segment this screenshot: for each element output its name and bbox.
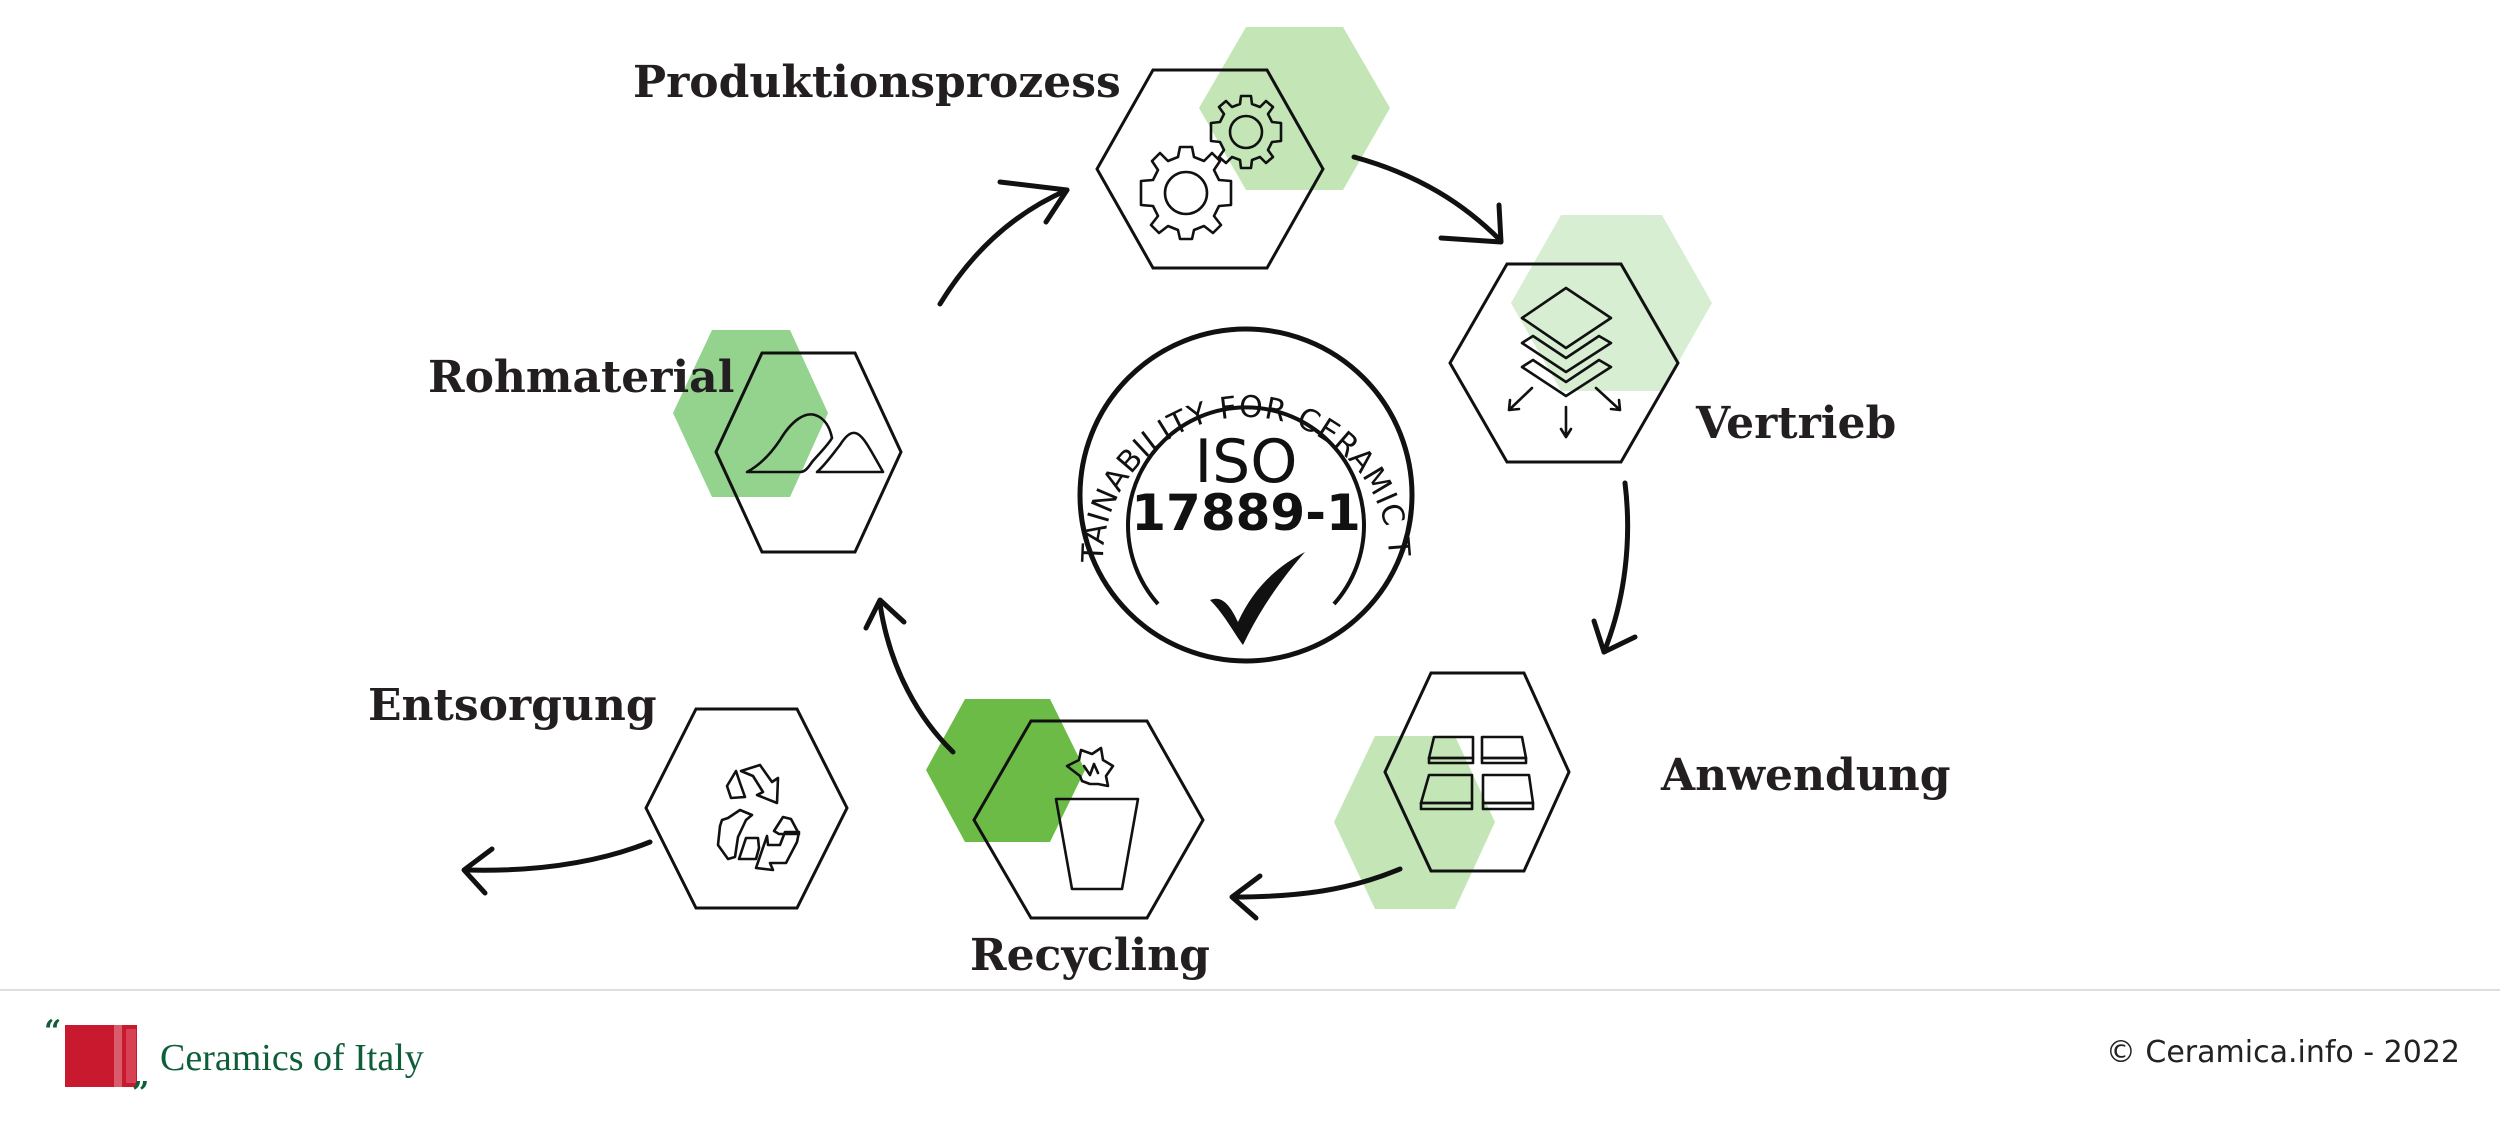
label-produktionsprozess: Produktionsprozess [633,57,1121,108]
recycle-icon [716,763,801,872]
brand-name: Ceramics of Italy [160,1037,424,1079]
hex-outline-vertrieb [1448,262,1680,464]
hexagon-outlines [644,68,1680,920]
gears-icon [1139,94,1283,241]
hex-outline-produktionsprozess [1095,68,1325,270]
arrowhead-anwendung-to-recycling [1229,873,1263,921]
arrowhead-entsorgung-out [461,846,495,896]
hex-outline-rohmaterial [714,351,903,554]
hex-outline-entsorgung [644,707,849,910]
lifecycle-diagram: SUSTAINABILITY FOR CERAMIC TILES ISO 178… [0,0,1951,981]
arrow-rohmaterial-to-produktion [937,187,1070,307]
arrow-vertrieb-to-anwendung [1601,480,1631,655]
footer: “ ” Ceramics of Italy © Ceramica.info - … [0,989,2500,1122]
green-hex-produktionsprozess [1199,27,1390,190]
svg-text:“: “ [44,1014,61,1049]
arrow-recycling-to-rohmaterial [877,601,956,755]
arrowhead-vertrieb-to-anwendung [1591,618,1638,655]
label-anwendung: Anwendung [1660,750,1951,801]
mountains-icon [745,413,885,474]
label-rohmaterial: Rohmaterial [428,352,734,403]
stacked-tiles-icon [1507,286,1622,439]
green-hex-recycling [926,699,1085,842]
arrowhead-recycling-to-rohmaterial [863,597,907,631]
ceramics-of-italy-logo[interactable]: “ ” Ceramics of Italy [44,1013,424,1103]
green-hex-anwendung [1334,736,1495,909]
hex-outline-anwendung [1383,671,1571,873]
waste-bin-icon [1054,746,1140,891]
arrow-anwendung-to-recycling [1230,866,1403,900]
label-recycling: Recycling [970,930,1210,981]
label-vertrieb: Vertrieb [1695,398,1896,449]
seal-checkmark-icon [1210,552,1305,645]
tile-grid-icon [1419,735,1535,811]
copyright-text: © Ceramica.info - 2022 [2105,1035,2460,1070]
cycle-arrows [461,154,1638,921]
arrow-produktion-to-vertrieb [1351,154,1503,243]
green-hex-vertrieb [1511,215,1712,391]
green-hex-rohmaterial [673,330,828,497]
arrow-entsorgung-out [462,839,653,873]
seal-iso-text: ISO [1194,427,1297,497]
seal-number-text: 17889-1 [1131,484,1361,542]
brand-mark-icon: “ ” [44,1014,149,1103]
arrowhead-produktion-to-vertrieb [1438,202,1504,245]
label-entsorgung: Entsorgung [368,680,657,731]
svg-text:”: ” [132,1076,149,1103]
arrowhead-rohmaterial-to-produktion [997,179,1070,225]
hex-outline-recycling [972,719,1205,920]
